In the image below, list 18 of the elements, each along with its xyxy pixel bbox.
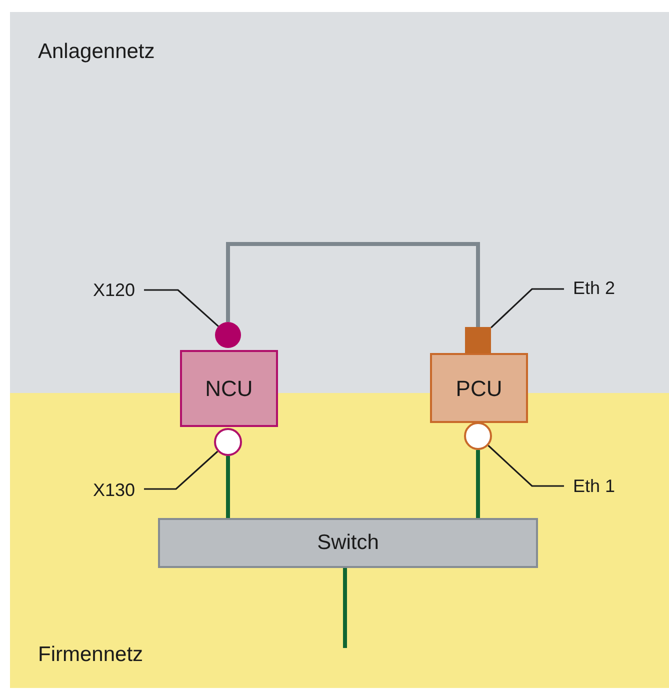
cable-line (226, 456, 230, 518)
port-label: X130 (84, 479, 144, 501)
zone-title: Firmennetz (38, 642, 144, 668)
leader-line (144, 450, 218, 490)
cable-line (343, 568, 347, 648)
zone-title: Anlagennetz (38, 39, 155, 65)
leader-line (488, 444, 564, 487)
cable-line (476, 450, 480, 518)
port-label: X120 (84, 279, 144, 301)
unit-box: PCU (430, 353, 528, 423)
unit-box: NCU (180, 350, 278, 427)
switch-box: Switch (158, 518, 538, 568)
port-label: Eth 2 (564, 277, 624, 299)
leader-line (490, 288, 564, 328)
port-square (465, 327, 491, 353)
leader-line (144, 289, 219, 327)
cable-line (226, 242, 480, 327)
port-label: Eth 1 (564, 475, 624, 497)
